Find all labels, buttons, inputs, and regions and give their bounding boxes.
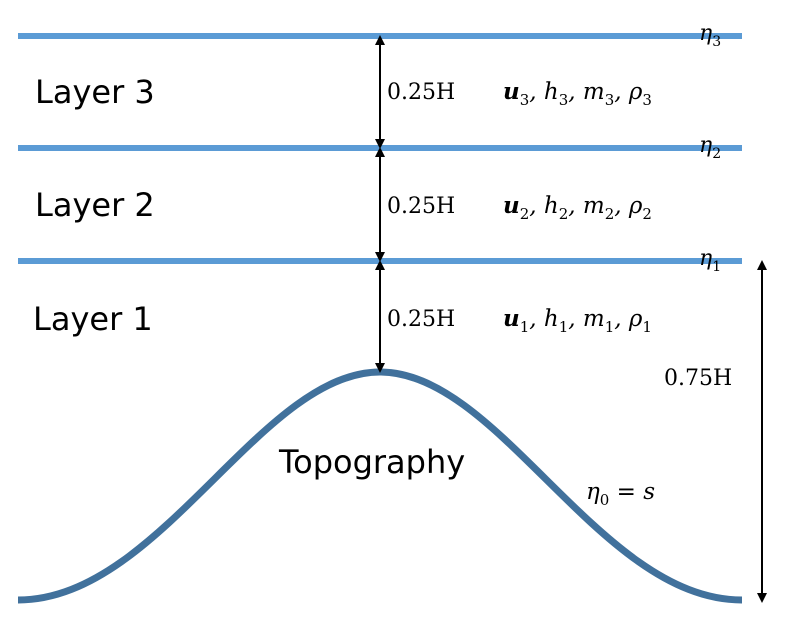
- interface-label-3: η3: [699, 21, 721, 50]
- layer-name-1: Layer 1: [33, 300, 153, 338]
- layer-vars-3: u3, h3, m3, ρ3: [503, 78, 652, 109]
- interface-label-1: η1: [699, 246, 721, 275]
- layer-vars-2: u2, h2, m2, ρ2: [503, 192, 652, 223]
- topography-label: Topography: [278, 443, 465, 481]
- layer-name-3: Layer 3: [35, 73, 155, 111]
- total-depth-label: 0.75H: [664, 366, 732, 391]
- layer-name-2: Layer 2: [35, 186, 155, 224]
- interface-label-2: η2: [699, 133, 721, 162]
- thickness-label-layer-3: 0.25H: [387, 80, 455, 105]
- layer-vars-1: u1, h1, m1, ρ1: [503, 305, 652, 336]
- thickness-label-layer-1: 0.25H: [387, 307, 455, 332]
- thickness-label-layer-2: 0.25H: [387, 194, 455, 219]
- bottom-boundary-label: η0 = s: [586, 479, 655, 509]
